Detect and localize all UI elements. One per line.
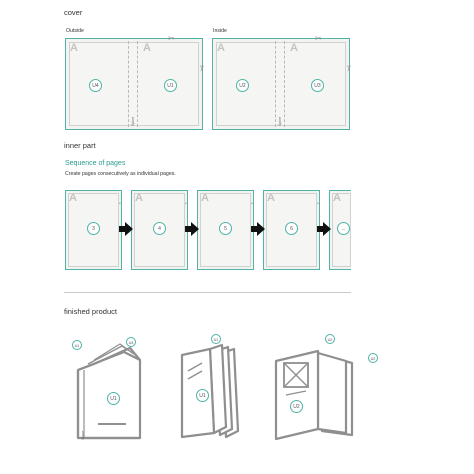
arrow-right-icon — [185, 222, 199, 236]
book-cover-badge: U1 — [107, 392, 120, 405]
page-badge: 3 — [87, 222, 100, 235]
page-letter-a: A — [70, 42, 78, 54]
sequence-description: Create pages consecutively as individual… — [65, 171, 176, 177]
page-badge-u4: U4 — [89, 79, 102, 92]
fold-line — [284, 41, 285, 127]
arrow-right-icon — [119, 222, 133, 236]
corner-mark: • — [119, 201, 121, 207]
page-letter-a: A — [290, 42, 298, 54]
arrow-right-icon — [251, 222, 265, 236]
inner-page-4 — [131, 190, 188, 270]
book-badge-u4: U4 — [126, 337, 136, 347]
page-letter-a: A — [201, 192, 209, 204]
inner-part-title: inner part — [64, 141, 96, 150]
book-badge-u2: U2 — [325, 334, 335, 344]
page-letter-a: A — [267, 192, 275, 204]
spine-label: Spine — [278, 116, 282, 126]
section-divider — [64, 292, 351, 293]
corner-mark: • — [185, 201, 187, 207]
book-spine-label: Spine — [81, 430, 85, 440]
scissors-icon: ✂ — [168, 34, 175, 43]
open-pages-illustration — [180, 343, 240, 439]
book-badge-u1: U1 — [72, 340, 82, 350]
book-badge-u1: U1 — [211, 334, 221, 344]
inside-label: Inside — [213, 28, 227, 34]
fold-line — [137, 41, 138, 127]
corner-mark: • — [251, 201, 253, 207]
outside-label: Outside — [66, 28, 84, 34]
page-badge: 4 — [153, 222, 166, 235]
sequence-title: Sequence of pages — [65, 160, 126, 167]
book-badge: U2 — [368, 353, 378, 363]
scissors-icon: ✂ — [315, 34, 322, 43]
page-badge: 5 — [219, 222, 232, 235]
cover-outside-spread — [65, 38, 203, 130]
page-letter-a: A — [333, 192, 341, 204]
scissors-icon: ✂ — [343, 65, 353, 72]
fold-line — [275, 41, 276, 127]
book-page-badge: U2 — [290, 400, 303, 413]
page-letter-a: A — [217, 42, 225, 54]
page-letter-a: A — [135, 192, 143, 204]
open-book-interior-illustration — [274, 349, 354, 441]
corner-mark: • — [317, 201, 319, 207]
book-page-badge: U1 — [196, 389, 209, 402]
page-letter-a: A — [69, 192, 77, 204]
page-badge-u1: U1 — [164, 79, 177, 92]
fold-line — [128, 41, 129, 127]
scissors-icon: ✂ — [196, 65, 206, 72]
page-letter-a: A — [143, 42, 151, 54]
page-badge: 6 — [285, 222, 298, 235]
page-badge-u3: U3 — [311, 79, 324, 92]
finished-product-title: finished product — [64, 307, 117, 316]
arrow-right-icon — [317, 222, 331, 236]
page-badge-u2: U2 — [236, 79, 249, 92]
cover-title: cover — [64, 8, 83, 17]
spine-label: Spine — [131, 116, 135, 126]
page-badge: ... — [337, 222, 350, 235]
